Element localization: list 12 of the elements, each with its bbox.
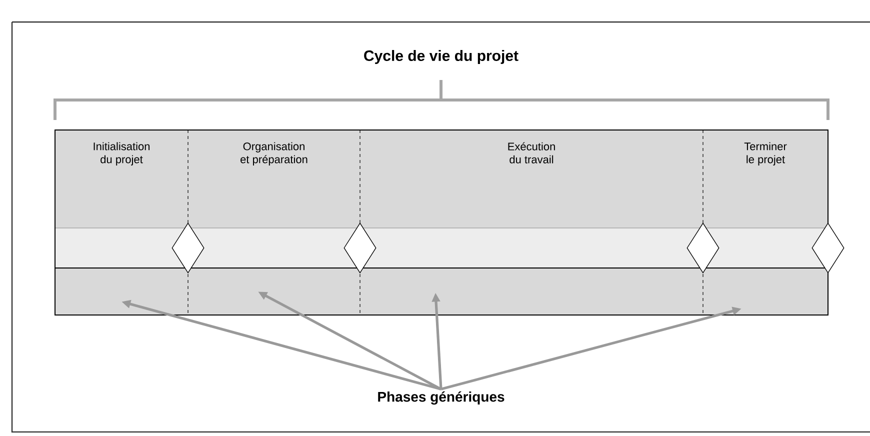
phase-cell	[188, 268, 360, 316]
phase-cell: Organisation et préparation	[188, 130, 360, 228]
milestone-diamond	[172, 222, 204, 274]
phase-cell: Initialisation du projet	[54, 130, 188, 228]
phase-cell	[702, 268, 828, 316]
title: Cycle de vie du projet	[364, 50, 518, 64]
milestone-diamond	[812, 222, 844, 274]
milestone-diamond	[686, 222, 720, 274]
caption-text: Phases génériques	[378, 391, 504, 405]
phase-cell	[54, 268, 188, 316]
milestone-diamond	[344, 222, 376, 274]
phase-cell: Terminer le projet	[702, 130, 828, 228]
